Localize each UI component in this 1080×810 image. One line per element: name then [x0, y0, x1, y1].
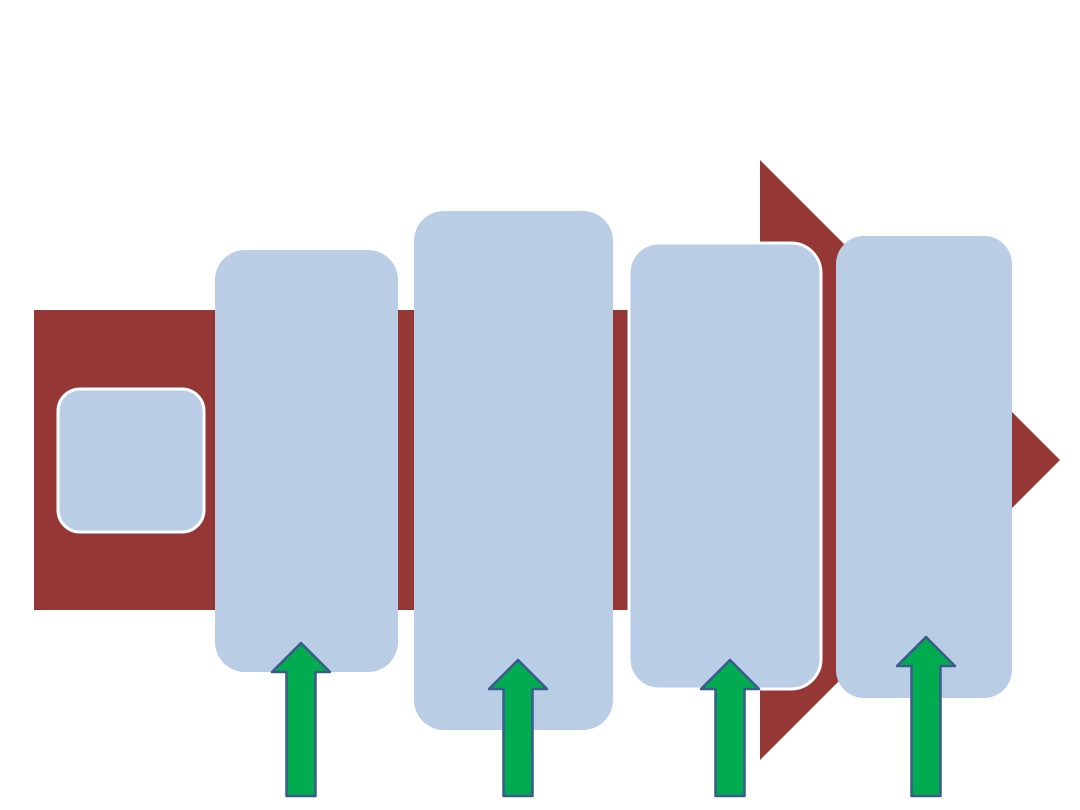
- input-arrow-4-up-arrow-icon: [895, 635, 957, 798]
- process-box: [627, 241, 823, 691]
- box-4: [627, 241, 823, 691]
- box-1: [56, 387, 206, 534]
- box-3: [414, 211, 613, 730]
- input-arrow-3-up-arrow-icon: [699, 658, 761, 798]
- process-box: [414, 211, 613, 730]
- process-box: [836, 236, 1012, 698]
- process-box: [215, 250, 398, 672]
- process-box: [56, 387, 206, 534]
- box-5: [836, 236, 1012, 698]
- box-2: [215, 250, 398, 672]
- input-arrow-2-up-arrow-icon: [487, 658, 549, 798]
- input-arrow-1-up-arrow-icon: [270, 641, 332, 798]
